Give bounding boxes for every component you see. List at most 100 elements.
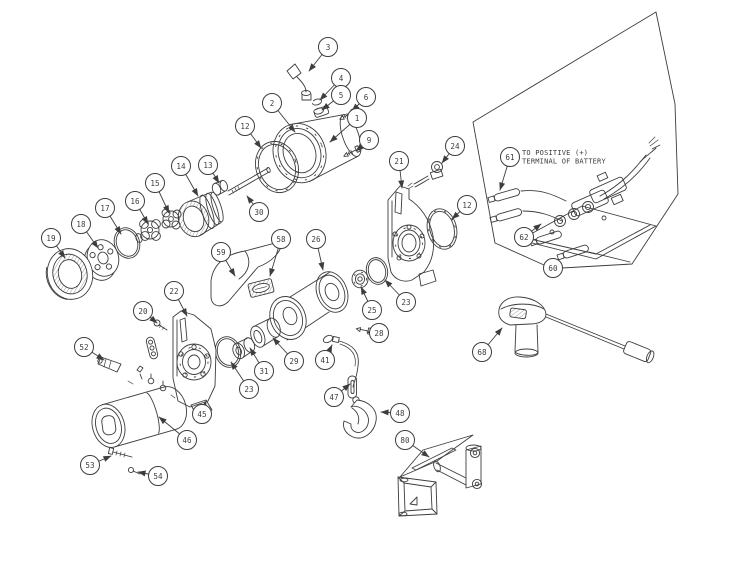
callout-16: 16: [125, 191, 145, 211]
svg-text:18: 18: [76, 220, 86, 229]
callout-3: 3: [318, 37, 338, 57]
svg-text:46: 46: [182, 436, 192, 445]
svg-text:53: 53: [85, 461, 94, 470]
battery-annotation: TO POSITIVE (+) TERMINAL OF BATTERY: [522, 149, 606, 166]
callout-53: 53: [80, 455, 100, 475]
callout-2: 2: [262, 93, 282, 113]
part-terminal-boot: [97, 356, 122, 373]
callout-25: 25: [362, 300, 382, 320]
part-motor-bolt: [107, 447, 133, 458]
svg-text:13: 13: [203, 161, 212, 170]
callout-5: 5: [331, 85, 351, 105]
callout-6: 6: [356, 87, 376, 107]
svg-text:26: 26: [311, 235, 321, 244]
svg-text:16: 16: [130, 197, 140, 206]
callout-58: 58: [271, 229, 291, 249]
callout-45: 45: [192, 404, 212, 424]
callout-12-right: 12: [457, 195, 477, 215]
callout-48: 48: [390, 403, 410, 423]
part-end-bracket: [387, 185, 437, 287]
part-cover-label: [247, 278, 275, 298]
svg-text:12: 12: [240, 122, 249, 131]
parts-layer: [45, 11, 679, 517]
part-remote-control: [498, 296, 655, 364]
part-motor-screw: [127, 466, 141, 475]
callout-60: 60: [543, 258, 563, 278]
callout-1: 1: [347, 108, 367, 128]
callout-17: 17: [95, 198, 115, 218]
callout-54: 54: [148, 466, 168, 486]
svg-text:5: 5: [339, 91, 344, 100]
part-screw-9: [343, 145, 361, 157]
callout-80: 80: [395, 430, 415, 450]
part-breather-tube: [286, 63, 312, 101]
callout-41: 41: [315, 350, 335, 370]
svg-text:31: 31: [259, 367, 269, 376]
part-tie-plate: [172, 310, 217, 417]
svg-text:68: 68: [477, 348, 487, 357]
part-oring-17: [113, 227, 141, 259]
svg-text:47: 47: [329, 393, 338, 402]
callout-30: 30: [249, 202, 269, 222]
svg-text:45: 45: [197, 410, 206, 419]
part-motor-terminals: [127, 365, 176, 399]
svg-text:2: 2: [270, 99, 275, 108]
svg-text:12: 12: [462, 201, 471, 210]
part-switch: [407, 161, 444, 189]
svg-text:61: 61: [505, 153, 515, 162]
callout-46: 46: [177, 430, 197, 450]
svg-text:9: 9: [367, 136, 372, 145]
callout-20: 20: [133, 301, 153, 321]
svg-text:54: 54: [153, 472, 163, 481]
callout-62: 62: [514, 227, 534, 247]
svg-text:22: 22: [169, 287, 178, 296]
leader-lines: [50, 46, 542, 477]
part-drum: [269, 271, 349, 341]
callout-15: 15: [145, 173, 165, 193]
callout-14: 14: [171, 156, 191, 176]
part-coupling: [211, 179, 228, 196]
part-ring-gear: [45, 248, 94, 300]
callout-23-right: 23: [396, 292, 416, 312]
svg-text:58: 58: [276, 235, 286, 244]
callout-4: 4: [331, 68, 351, 88]
annotation-line-1: TO POSITIVE (+): [522, 149, 588, 157]
svg-text:29: 29: [289, 357, 299, 366]
callout-12-left: 12: [235, 116, 255, 136]
callout-26: 26: [306, 229, 326, 249]
svg-text:41: 41: [320, 356, 330, 365]
part-drum-bushing: [250, 317, 281, 348]
part-fairlead: [397, 434, 483, 517]
svg-text:60: 60: [548, 264, 558, 273]
svg-text:52: 52: [79, 343, 88, 352]
part-drum-bearing: [351, 269, 369, 289]
callout-59: 59: [211, 242, 231, 262]
callout-68: 68: [472, 342, 492, 362]
callout-24: 24: [445, 136, 465, 156]
callout-52: 52: [74, 337, 94, 357]
callout-21: 21: [389, 151, 409, 171]
callout-23-left: 23: [239, 379, 259, 399]
svg-text:48: 48: [395, 409, 405, 418]
svg-text:4: 4: [339, 74, 344, 83]
svg-text:17: 17: [100, 204, 109, 213]
svg-text:25: 25: [367, 306, 376, 315]
part-screws-20: [145, 319, 168, 360]
svg-text:23: 23: [244, 385, 253, 394]
svg-text:28: 28: [374, 329, 384, 338]
part-shaft: [227, 167, 271, 196]
annotation-line-2: TERMINAL OF BATTERY: [522, 158, 606, 166]
svg-text:21: 21: [394, 157, 404, 166]
svg-text:15: 15: [150, 179, 159, 188]
svg-text:20: 20: [138, 307, 148, 316]
callout-9: 9: [359, 130, 379, 150]
callouts-layer: 3 4 5 6 2 1 9 12 13 14 15 16 30 17 18 19…: [41, 37, 563, 486]
svg-text:80: 80: [400, 436, 410, 445]
part-gear-drum: [177, 191, 224, 238]
svg-text:19: 19: [46, 234, 56, 243]
svg-text:24: 24: [450, 142, 460, 151]
part-brake-plate: [83, 239, 120, 281]
callout-19: 19: [41, 228, 61, 248]
